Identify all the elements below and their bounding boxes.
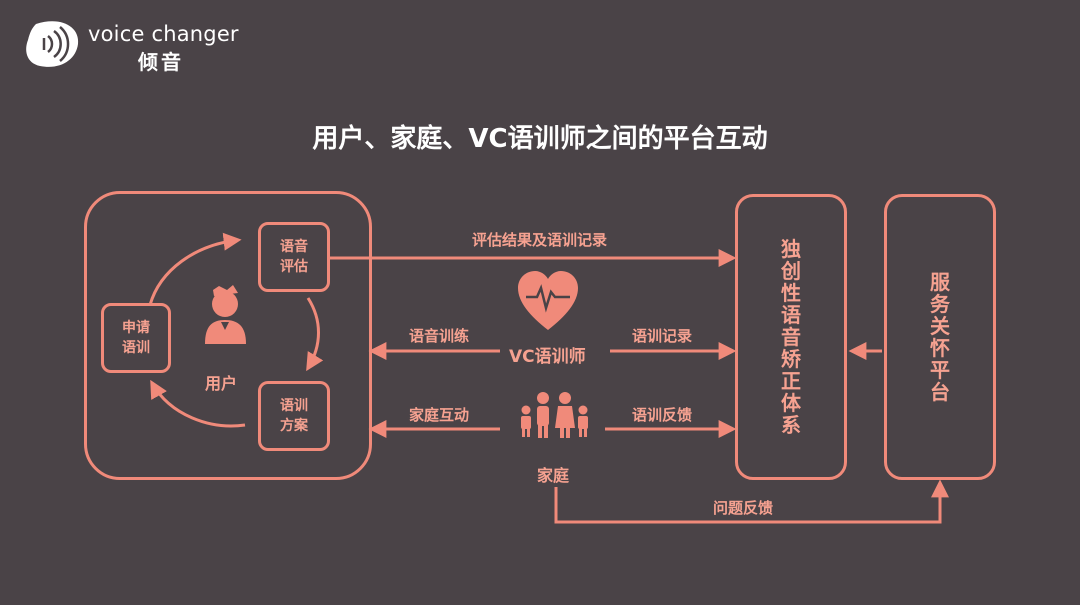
cycle-arrow-plan-to-apply <box>150 379 246 428</box>
brand-name: voice changer <box>88 22 239 46</box>
family-label: 家庭 <box>537 466 570 485</box>
node-voice-assessment: 语音评估 <box>258 222 330 292</box>
node-apply-training: 申请语训 <box>101 303 171 373</box>
training-feedback-label: 语训反馈 <box>632 406 693 424</box>
brand-cn-name: 倾音 <box>138 50 184 74</box>
page-title: 用户、家庭、VC语训师之间的平台互动 <box>312 124 768 154</box>
node-training-plan: 语训方案 <box>258 381 330 451</box>
user-person-icon <box>205 285 246 344</box>
family-icon <box>521 392 588 438</box>
assess-results-label: 评估结果及语训记录 <box>472 231 608 249</box>
node-voice-assessment-label: 语音评估 <box>280 239 308 275</box>
heart-pulse-icon <box>518 271 578 330</box>
node-apply-training-label: 申请语训 <box>122 320 150 356</box>
arrow-issue-feedback <box>554 479 949 524</box>
service-care-platform-label: 服务关怀平台 <box>930 270 950 404</box>
voice-changer-logo-icon <box>26 21 79 67</box>
voice-training-label: 语音训练 <box>409 327 470 345</box>
family-interaction-label: 家庭互动 <box>409 406 470 424</box>
user-label: 用户 <box>205 374 238 393</box>
training-records-label: 语训记录 <box>632 327 693 345</box>
voice-correction-system-label: 独创性语音矫正体系 <box>781 237 801 437</box>
issue-feedback-label: 问题反馈 <box>713 499 774 517</box>
user-container-box <box>84 191 372 480</box>
node-training-plan-label: 语训方案 <box>280 398 308 434</box>
voice-correction-system-box: 独创性语音矫正体系 <box>735 194 847 480</box>
vc-trainer-label: VC语训师 <box>509 347 586 367</box>
cycle-arrow-assess-to-plan <box>306 297 324 372</box>
cycle-arrow-apply-to-assess <box>148 232 242 306</box>
service-care-platform-box: 服务关怀平台 <box>884 194 996 480</box>
